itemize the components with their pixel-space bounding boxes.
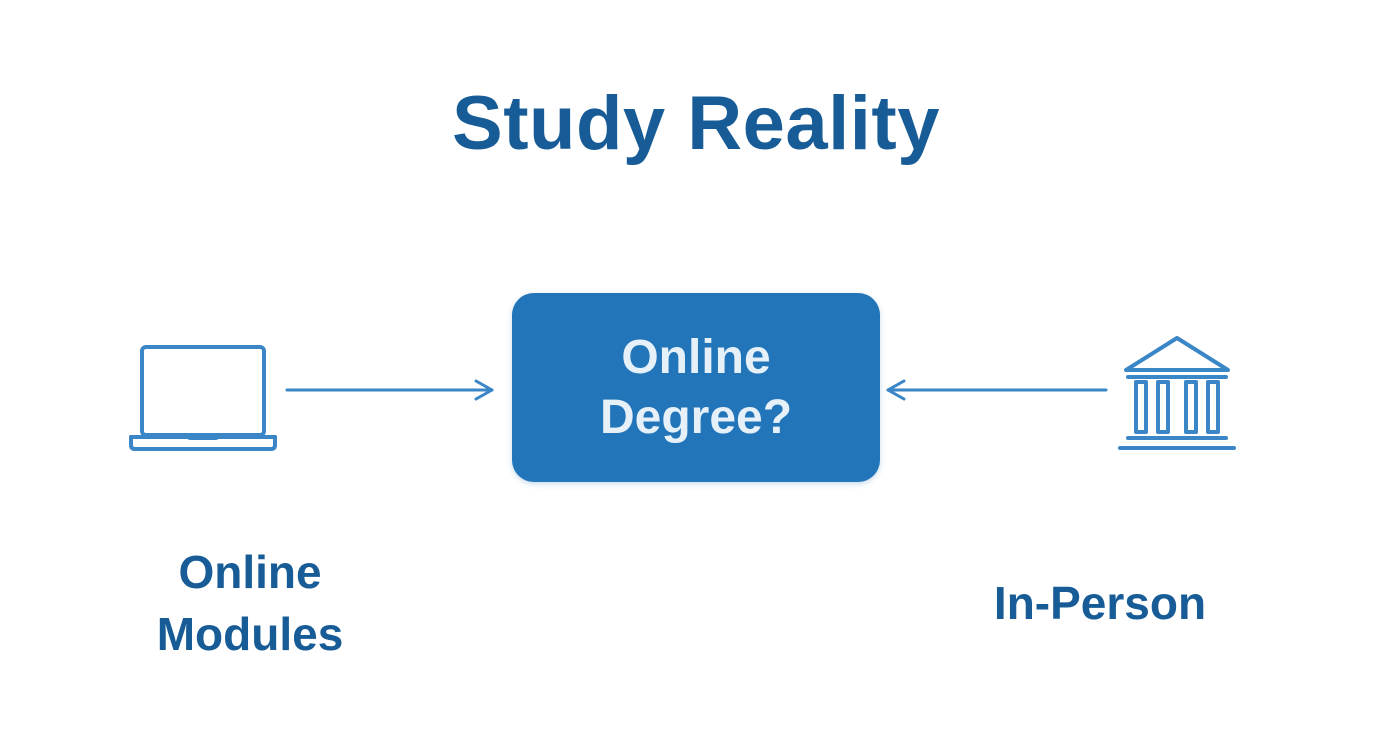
online-modules-line-2: Modules: [156, 608, 344, 660]
center-node-line-1: Online: [621, 330, 771, 384]
arrow-left-to-center: [285, 379, 494, 401]
center-node: Online Degree?: [512, 293, 880, 482]
center-node-line-2: Degree?: [599, 390, 793, 444]
bank-icon: [1118, 336, 1236, 450]
laptop-icon: [129, 345, 277, 451]
in-person-label: In-Person: [993, 577, 1207, 629]
online-modules-line-1: Online: [178, 546, 322, 598]
diagram-title: Study Reality: [452, 81, 940, 166]
center-node-label: Online Degree?: [576, 328, 816, 448]
arrow-right-to-center: [886, 379, 1108, 401]
online-modules-label: Online Modules: [120, 541, 380, 665]
